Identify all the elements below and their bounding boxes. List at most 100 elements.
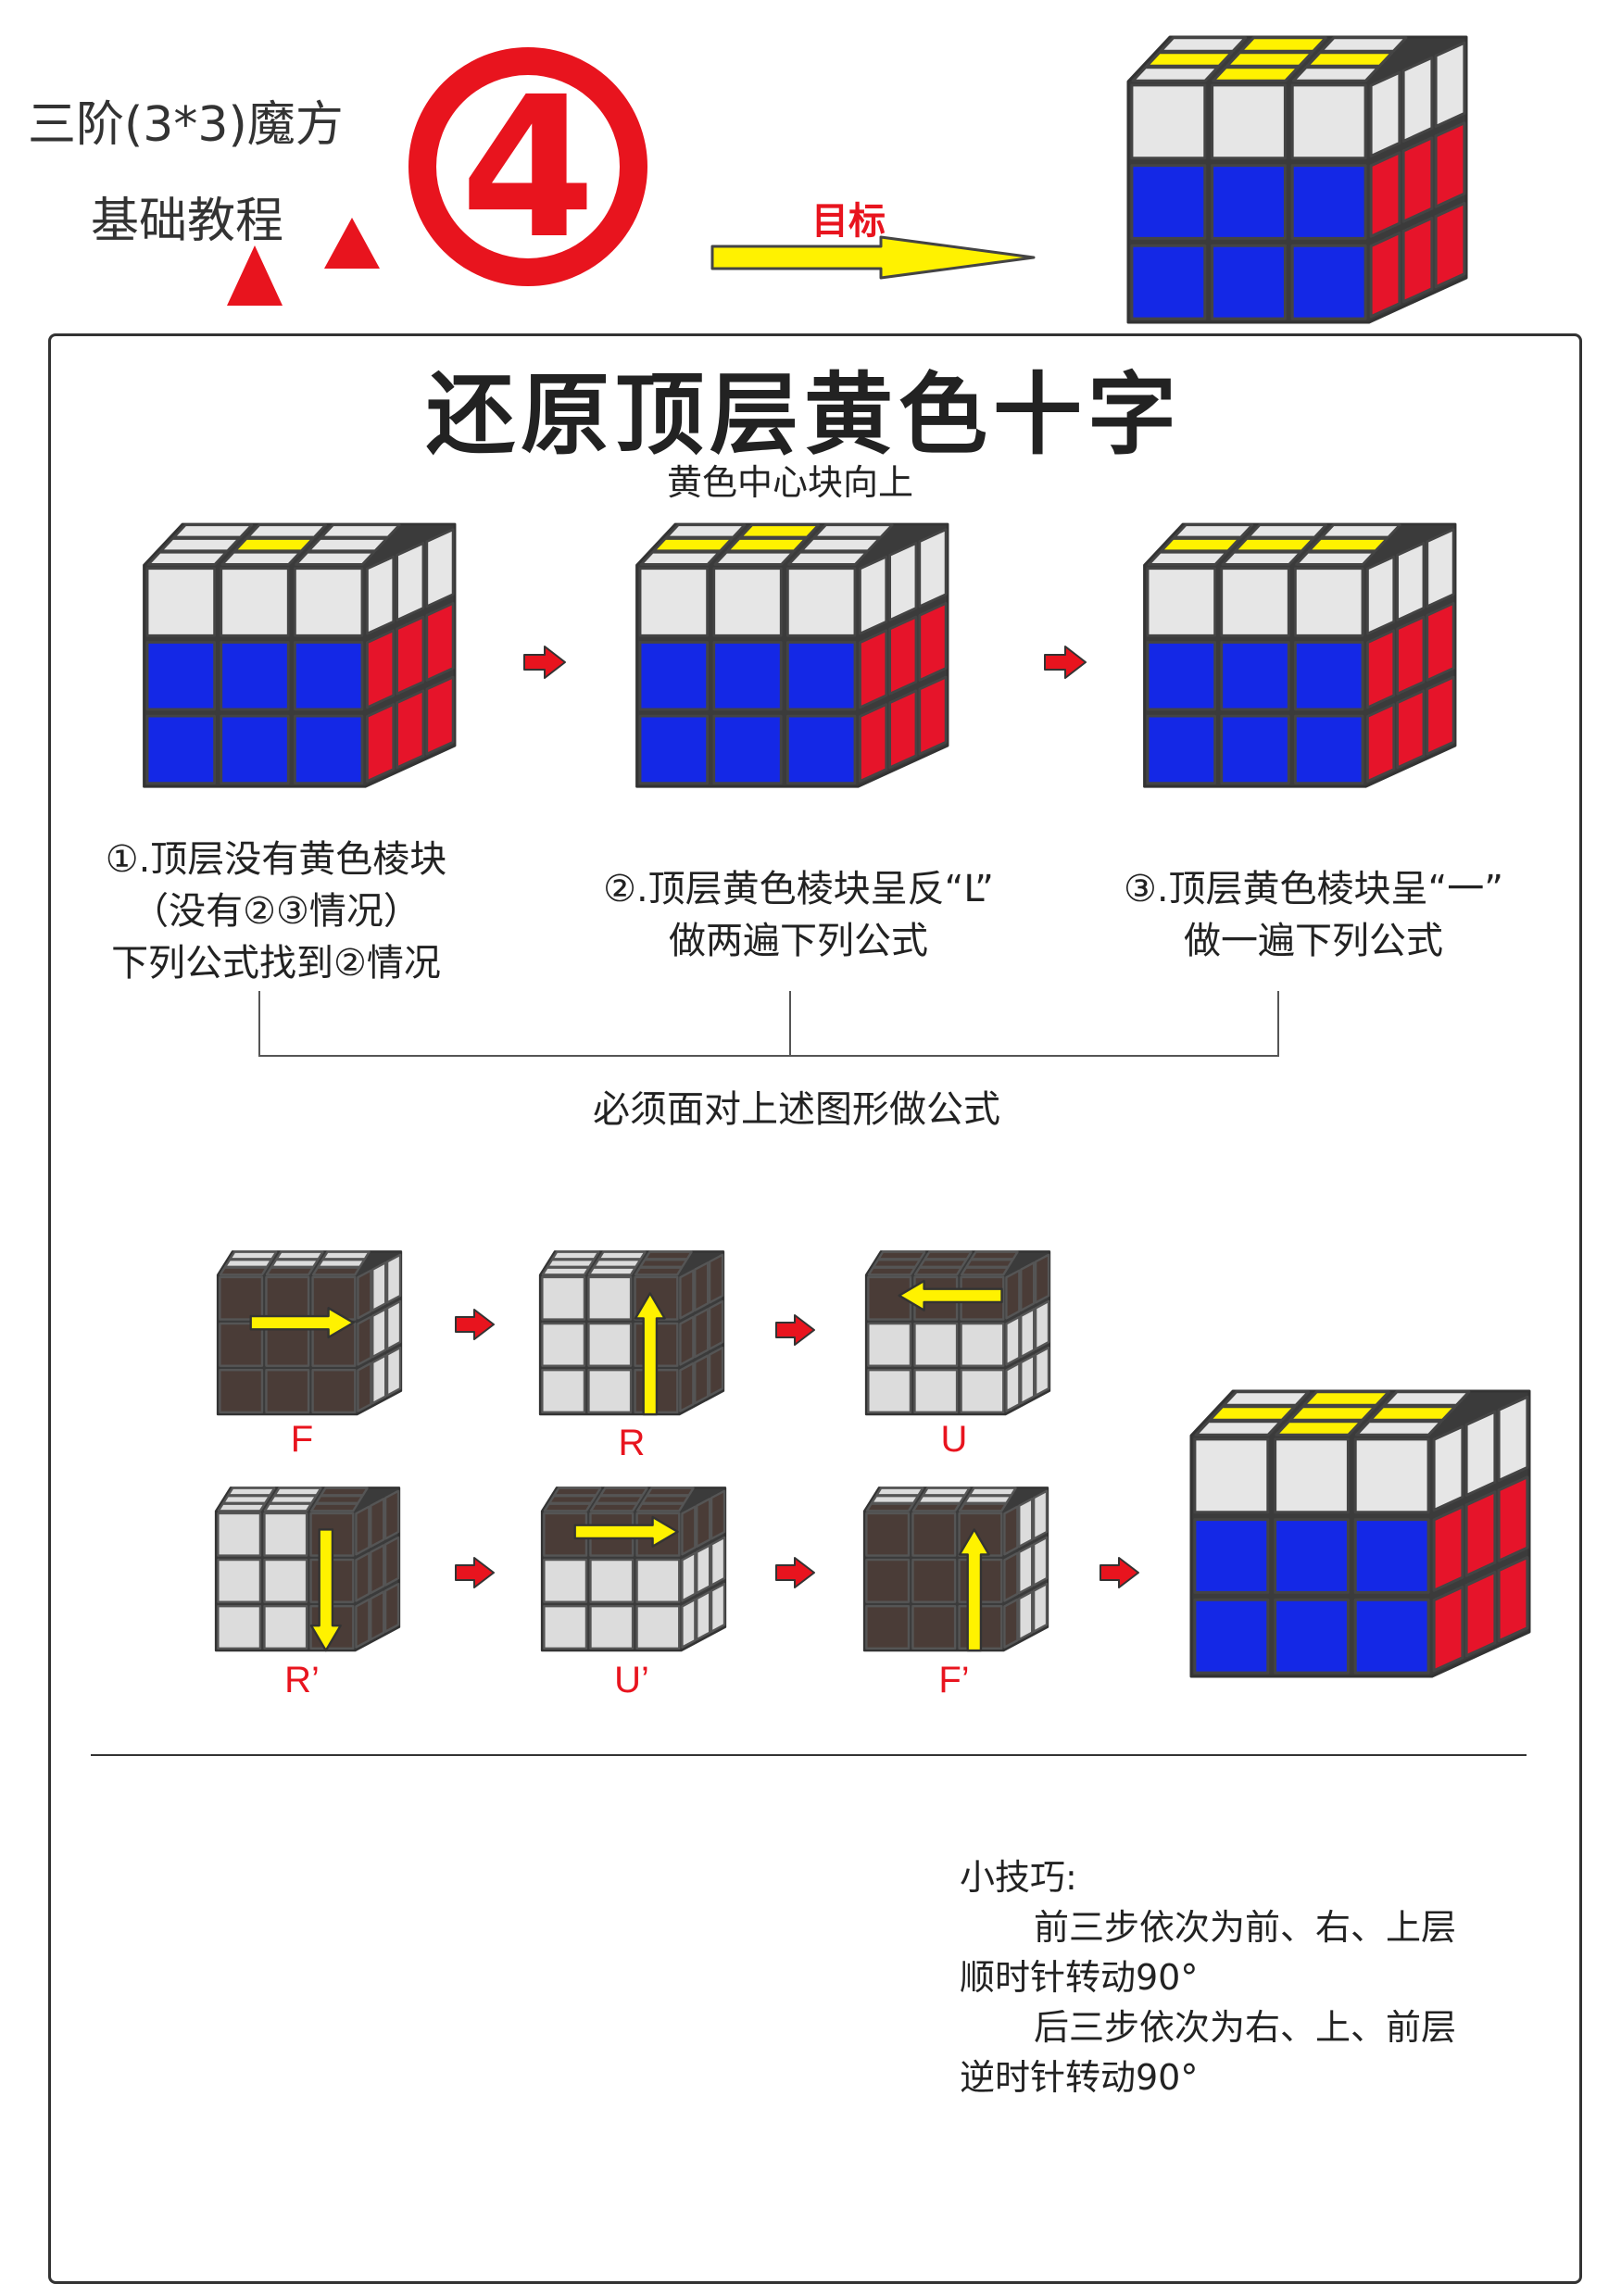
move-cube-u [861,1246,1058,1425]
front-sticker [1290,244,1367,320]
front-sticker [1294,641,1364,711]
top-sticker [1382,1390,1471,1407]
right-sticker [370,1498,385,1549]
top-sticker [922,1487,971,1497]
right-sticker [1369,151,1401,238]
front-sticker [217,1558,262,1603]
case-cube-3 [1137,514,1478,803]
top-sticker [958,1502,1008,1512]
top-sticker [1302,1390,1390,1407]
cube-graphic [1143,522,1457,788]
right-sticker [385,1346,402,1397]
top-sticker [311,1266,361,1276]
right-sticker [357,1315,372,1366]
front-sticker [712,641,783,711]
right-sticker [1003,1598,1019,1649]
top-sticker [877,1250,926,1261]
series-subtitle: 基础教程 [91,194,284,249]
right-sticker [859,703,888,783]
front-sticker [1290,83,1367,160]
right-sticker [357,1269,372,1320]
arrow-icon [1044,646,1087,679]
right-sticker [1434,202,1466,289]
right-sticker [370,1590,385,1641]
top-sticker [159,537,241,553]
top-sticker [307,537,388,553]
front-sticker [1130,83,1207,160]
right-sticker [396,615,425,696]
right-sticker [1464,1410,1497,1497]
bracket [258,991,1279,1057]
front-sticker [294,714,364,785]
top-sticker [641,1495,690,1504]
right-sticker [425,675,455,756]
top-sticker [217,1502,266,1512]
right-sticker [708,1253,724,1304]
top-sticker [726,537,808,553]
right-sticker [1426,528,1455,609]
move-graphic [862,1487,1049,1652]
move-cube-r [535,1246,732,1425]
top-sticker [263,1502,313,1512]
right-sticker [1464,1571,1497,1658]
top-sticker [1234,537,1315,553]
right-sticker [1018,1544,1034,1595]
rotation-arrow-icon [958,1528,990,1652]
front-sticker [960,1369,1005,1414]
top-sticker [644,1250,693,1261]
right-sticker [1396,689,1426,770]
top-sticker [1247,523,1327,539]
right-sticker [1032,1536,1049,1587]
step-number-badge: 4 [408,47,647,286]
tips-line2: 顺时针转动90° [960,1957,1199,1998]
top-sticker [968,1487,1017,1497]
section-title: 还原顶层黄色十字 [426,363,1182,467]
front-sticker [865,1605,911,1650]
top-sticker [270,1259,320,1268]
top-sticker [599,1487,648,1497]
right-sticker [371,1308,387,1359]
top-sticker [541,1266,590,1276]
right-sticker [1369,232,1401,319]
front-sticker [541,1369,586,1414]
front-sticker [1130,244,1207,320]
right-sticker [366,555,396,635]
front-sticker [867,1275,912,1321]
case-2-line2: 做两遍下列公式 [669,920,928,962]
right-sticker [859,629,888,709]
top-sticker [872,1259,922,1268]
front-sticker [913,1322,959,1367]
front-sticker [638,714,709,785]
top-sticker [1288,1405,1376,1422]
case-1-line2: （没有②③情况） [132,890,421,933]
right-sticker [1396,615,1426,696]
right-sticker [1018,1498,1034,1549]
front-sticker [911,1512,957,1557]
front-sticker [145,641,216,711]
result-cube [1184,1380,1554,1694]
right-sticker [1464,1490,1497,1577]
arrow-icon [523,646,566,679]
right-sticker [355,1598,371,1649]
top-sticker [320,1487,369,1497]
top-sticker [713,550,795,566]
top-sticker [320,523,401,539]
right-sticker [1366,555,1396,635]
front-sticker [911,1558,957,1603]
decor-triangles [227,218,380,306]
front-sticker [217,1605,262,1650]
front-sticker [263,1558,308,1603]
right-sticker [1020,1308,1036,1359]
right-sticker [1497,1556,1529,1643]
front-sticker [145,714,216,785]
right-sticker [681,1505,697,1556]
top-sticker [593,1259,642,1268]
top-sticker [867,1266,916,1276]
top-sticker [589,1502,639,1512]
right-sticker [679,1315,695,1366]
right-sticker [681,1551,697,1602]
move-label-f-prime: F’ [938,1660,970,1700]
content-frame [48,333,1582,2284]
front-sticker [1220,714,1290,785]
top-sticker [595,1495,644,1504]
